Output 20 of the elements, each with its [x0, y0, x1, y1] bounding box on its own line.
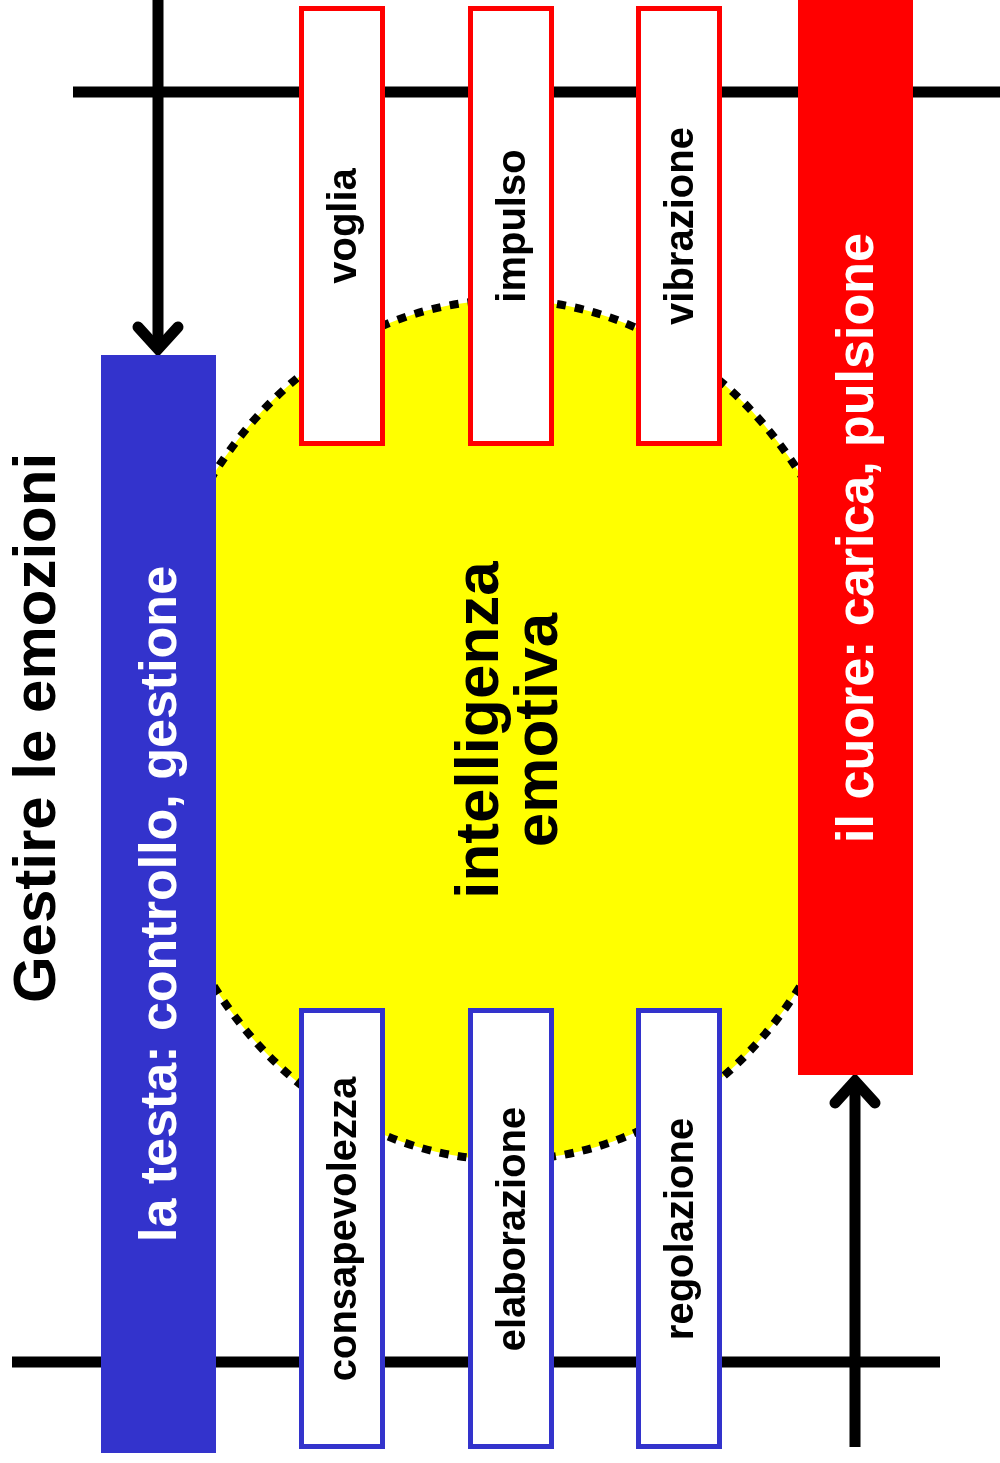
arrow: [132, 0, 184, 355]
item-box: [636, 1008, 722, 1449]
label-text: impulso: [489, 149, 533, 303]
label-text: regolazione: [657, 1117, 701, 1340]
heart-bar: [798, 0, 913, 1075]
label-text: la testa: controllo, gestione: [129, 565, 188, 1243]
label-text: consapevolezza: [320, 1076, 364, 1381]
item-box: [299, 6, 385, 446]
item-box: [468, 1008, 554, 1449]
label-text: elaborazione: [489, 1106, 533, 1351]
title: Gestire le emozioni: [0, 452, 69, 1004]
label-text: il cuore: carica, pulsione: [826, 232, 885, 843]
item-box: [299, 1008, 385, 1449]
core-label: intelligenza emotiva: [448, 560, 566, 901]
head-bar: [101, 355, 216, 1453]
item-box: [636, 6, 722, 446]
item-box: [468, 6, 554, 446]
label-text: voglia: [320, 168, 364, 284]
arrow: [829, 1075, 881, 1447]
label-text: vibrazione: [657, 127, 701, 325]
